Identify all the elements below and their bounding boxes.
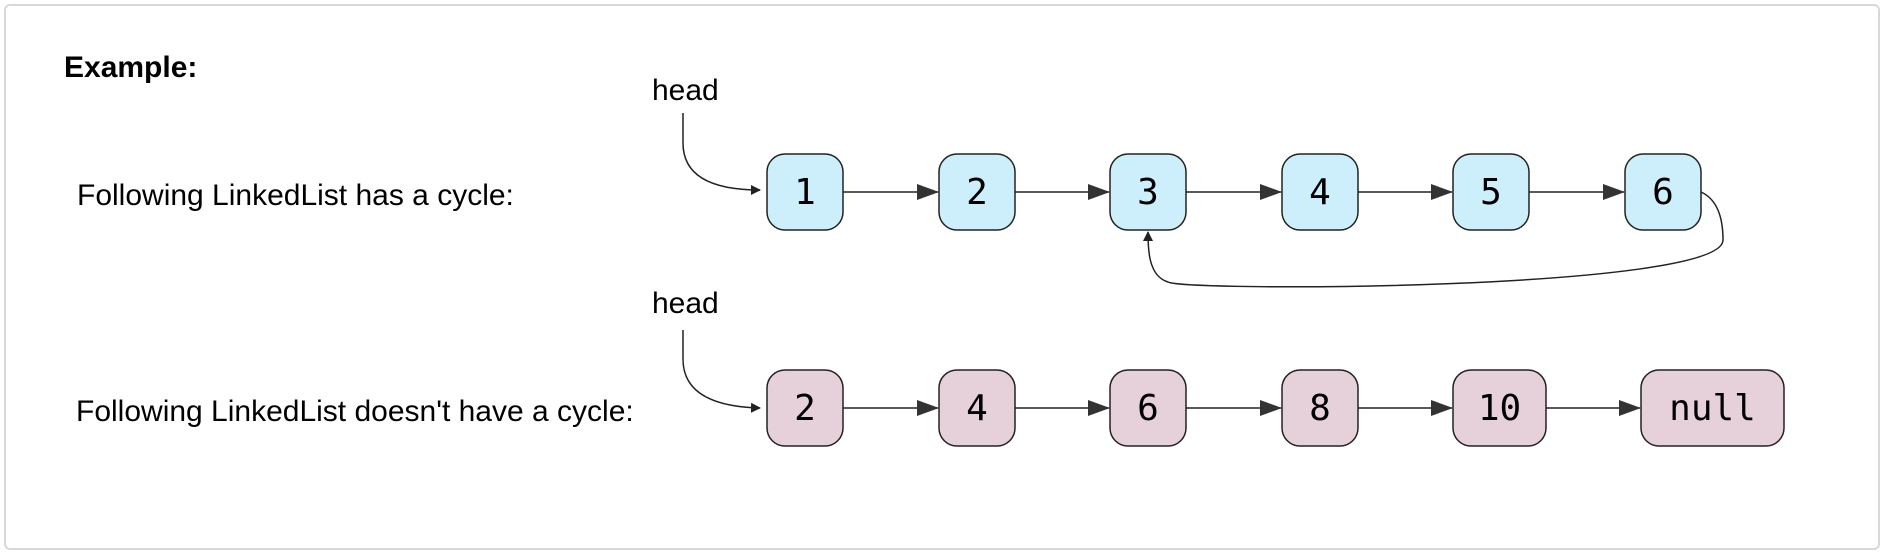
list-node [1109, 153, 1187, 231]
list-node [1109, 369, 1187, 447]
node-value: 5 [1480, 172, 1502, 213]
node-value: 1 [794, 172, 816, 213]
cycle-back-arrow [1143, 191, 1724, 288]
head-label: head [652, 74, 719, 107]
row-description: Following LinkedList doesn't have a cycl… [76, 395, 634, 428]
node-value: null [1669, 388, 1756, 429]
node-value: 8 [1309, 388, 1331, 429]
node-value: 2 [966, 172, 988, 213]
head-arrow [682, 113, 761, 195]
node-value: 4 [1309, 172, 1331, 213]
row-cycle: Following LinkedList has a cycle: head 1… [77, 74, 1724, 288]
node-value: 6 [1652, 172, 1674, 213]
node-value: 3 [1137, 172, 1159, 213]
head-arrow [682, 330, 761, 413]
list-node [1640, 369, 1785, 447]
row-description: Following LinkedList has a cycle: [77, 179, 514, 212]
node-value: 10 [1478, 388, 1521, 429]
list-node [766, 153, 844, 231]
node-value: 2 [794, 388, 816, 429]
row-no-cycle: Following LinkedList doesn't have a cycl… [76, 287, 1785, 447]
list-node [766, 369, 844, 447]
list-node [1452, 369, 1547, 447]
list-node [1281, 153, 1359, 231]
head-label: head [652, 287, 719, 320]
list-node [1452, 153, 1530, 231]
list-node [1281, 369, 1359, 447]
example-title: Example: [64, 51, 197, 84]
list-node [938, 153, 1016, 231]
node-value: 6 [1137, 388, 1159, 429]
node-value: 4 [966, 388, 988, 429]
list-node [938, 369, 1016, 447]
